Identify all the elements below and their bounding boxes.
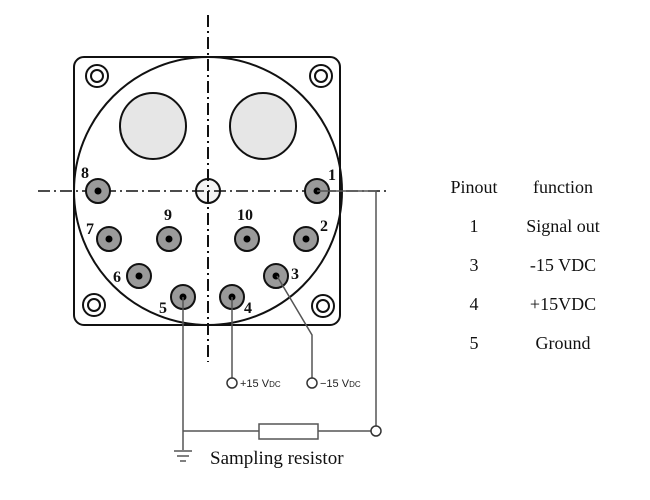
pin-6: 6 xyxy=(113,263,152,289)
pin-contact xyxy=(243,235,251,243)
terminal-signal xyxy=(370,425,382,437)
pin-label: 1 xyxy=(328,167,336,184)
terminal-negative xyxy=(306,377,318,389)
table-row: 4 +15VDC xyxy=(440,285,620,324)
sampling-resistor xyxy=(258,423,319,440)
wiring xyxy=(182,190,377,450)
pin-number: 3 xyxy=(469,255,479,275)
pin-label: 3 xyxy=(291,266,299,283)
pin-number: 4 xyxy=(469,294,479,314)
pin-label: 5 xyxy=(159,300,167,317)
pin-function: -15 VDC xyxy=(529,255,597,275)
terminal-positive xyxy=(226,377,238,389)
pin-2: 2 xyxy=(293,218,328,252)
pin-number: 5 xyxy=(469,333,479,353)
pin-label: 9 xyxy=(164,207,172,224)
pin-10: 10 xyxy=(234,207,260,252)
sampling-resistor-caption: Sampling resistor xyxy=(210,448,344,469)
negative-supply-label: −15 VDC xyxy=(320,378,361,390)
table-row: 1 Signal out xyxy=(440,207,620,246)
pin-contact xyxy=(165,235,173,243)
pin-9: 9 xyxy=(156,207,182,252)
header-function: function xyxy=(533,177,593,197)
pin-contact xyxy=(94,187,102,195)
mounting-hole-top-left xyxy=(85,64,109,88)
pin-function: +15VDC xyxy=(529,294,597,314)
wire-pin1-signal xyxy=(317,190,377,426)
pinout-table-header: Pinout function xyxy=(440,168,620,207)
pin-label: 8 xyxy=(81,165,89,182)
mounting-hole-top-right xyxy=(309,64,333,88)
pin-label: 6 xyxy=(113,269,121,286)
pins: 1 2 3 4 5 6 7 8 9 10 xyxy=(81,165,336,317)
mounting-hole-bottom-right xyxy=(311,294,335,318)
pin-label: 4 xyxy=(244,300,252,317)
table-row: 5 Ground xyxy=(440,324,620,363)
pinout-table: Pinout function 1 Signal out 3 -15 VDC 4… xyxy=(440,168,620,363)
pin-function: Signal out xyxy=(526,216,600,236)
mounting-hole-bottom-left xyxy=(82,293,106,317)
pin-contact xyxy=(105,235,113,243)
wire-pin3-negative xyxy=(276,275,313,378)
pin-label: 2 xyxy=(320,218,328,235)
ground-icon xyxy=(174,450,192,462)
pin-label: 7 xyxy=(86,221,94,238)
table-row: 3 -15 VDC xyxy=(440,246,620,285)
pin-5: 5 xyxy=(159,284,196,317)
pin-1: 1 xyxy=(304,167,336,204)
pin-8: 8 xyxy=(81,165,111,204)
window-right xyxy=(229,92,297,160)
pin-4: 4 xyxy=(219,284,252,317)
pin-7: 7 xyxy=(86,221,122,252)
pin-label: 10 xyxy=(237,207,253,224)
pin-contact xyxy=(135,272,143,280)
positive-supply-label: +15 VDC xyxy=(240,378,281,390)
window-left xyxy=(119,92,187,160)
pin-contact xyxy=(302,235,310,243)
header-pinout: Pinout xyxy=(450,177,498,197)
pin-number: 1 xyxy=(469,216,479,236)
pin-function: Ground xyxy=(535,333,591,353)
